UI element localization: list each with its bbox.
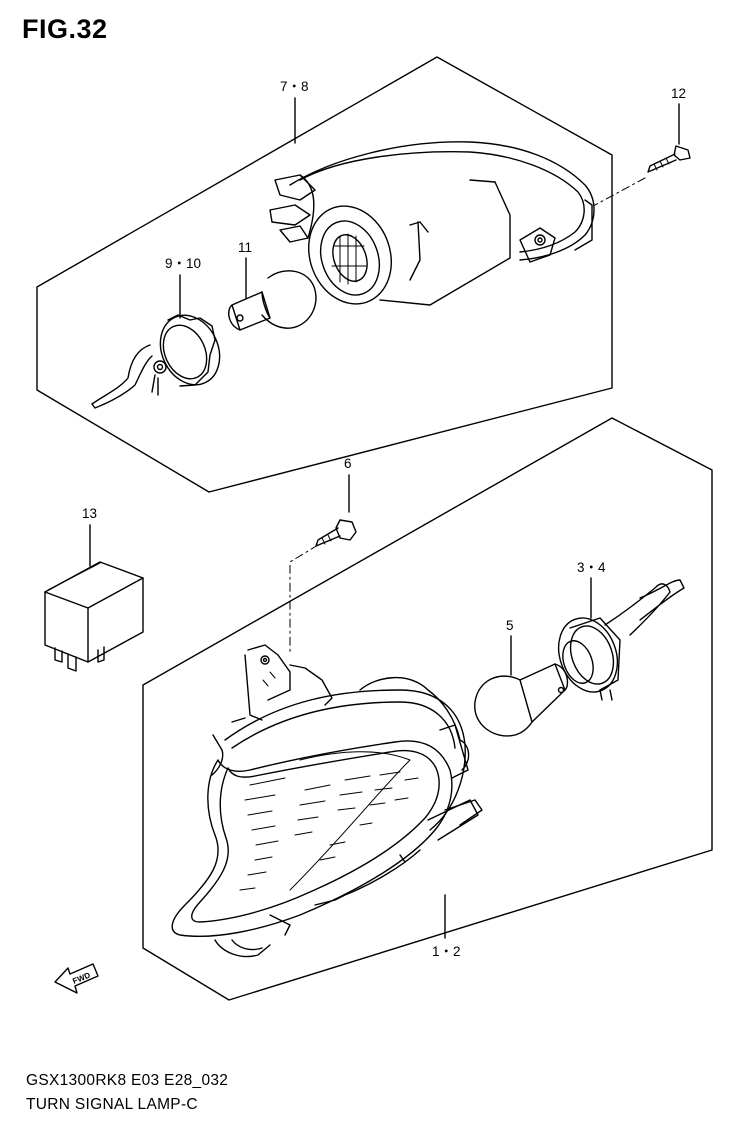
figure-caption: TURN SIGNAL LAMP-C [26,1096,198,1113]
bulb-11 [228,270,317,331]
lower-assembly-frame [142,417,713,1001]
callout-11: 11 [238,240,252,255]
relay-13 [44,561,144,672]
socket-3-4 [557,579,685,701]
screw-12 [647,145,691,173]
socket-9-10 [91,314,221,409]
callout-3-4: 3・4 [577,560,606,575]
upper-assembly-frame [36,56,613,493]
screw-6 [315,519,357,547]
callout-7-8: 7・8 [280,79,309,94]
bulb-5 [474,663,569,737]
figure-title: FIG.32 [22,14,108,44]
callout-1-2: 1・2 [432,944,461,959]
screw-axis-12 [594,177,646,206]
upper-lamp-housing [269,141,595,306]
callout-13: 13 [82,506,97,521]
callout-6: 6 [344,456,352,471]
callout-5: 5 [506,618,514,633]
forward-direction-mark: FWD [54,963,99,994]
lower-lamp-housing [171,644,483,958]
callout-9-10: 9・10 [165,256,201,271]
callout-12: 12 [671,86,686,101]
model-code: GSX1300RK8 E03 E28_032 [26,1072,229,1089]
screw-axis-6 [289,544,319,656]
